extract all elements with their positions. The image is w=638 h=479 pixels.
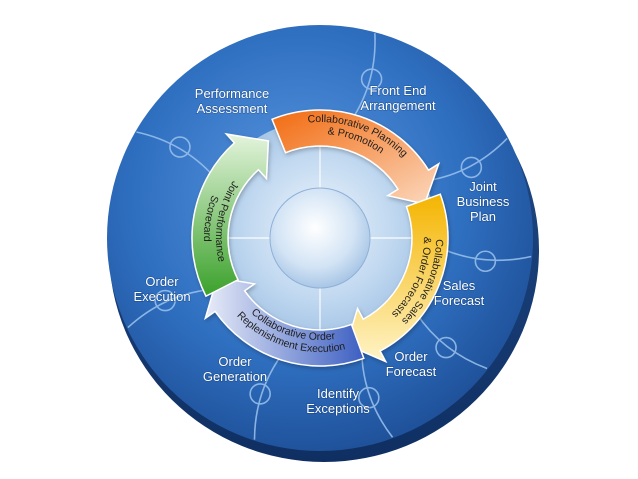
outer-label-line: Forecast <box>386 364 437 379</box>
outer-label-line: Business <box>457 194 510 209</box>
outer-label-line: Joint <box>469 179 497 194</box>
outer-label-line: Plan <box>470 209 496 224</box>
puzzle-knob <box>460 156 483 179</box>
outer-label-line: Generation <box>203 369 267 384</box>
outer-label-line: Identify <box>317 386 359 401</box>
center-hub <box>269 187 371 289</box>
puzzle-knob <box>154 289 176 312</box>
puzzle-seams <box>127 33 532 440</box>
puzzle-knob <box>358 386 380 409</box>
outer-label-line: Exceptions <box>306 401 370 416</box>
outer-label-line: Front End <box>369 83 426 98</box>
outer-label-line: Order <box>394 349 428 364</box>
seam-line <box>127 288 210 329</box>
cycle-arrow-collaborative-sales-order-forecasts <box>345 193 449 364</box>
puzzle-knob <box>360 68 383 90</box>
seam-line <box>136 131 215 178</box>
puzzle-knob <box>435 336 457 359</box>
seam-line <box>350 33 376 121</box>
seam-line <box>415 312 488 370</box>
cycle-arrow-joint-performance-scorecard <box>191 132 270 298</box>
puzzle-knob <box>474 250 497 273</box>
outer-label-line: Sales <box>443 278 476 293</box>
seam-line <box>253 353 283 440</box>
puzzle-knob <box>249 383 271 405</box>
outer-label-line: Forecast <box>434 293 485 308</box>
seam-line <box>441 247 532 262</box>
cycle-arrows <box>191 109 449 367</box>
seam-line <box>360 352 394 438</box>
outer-label-line: Assessment <box>197 101 268 116</box>
outer-label-line: Performance <box>195 86 269 101</box>
cycle-arrow-collaborative-planning-promotion <box>271 109 441 205</box>
seam-line <box>427 137 508 182</box>
outer-label-line: Execution <box>133 289 190 304</box>
cycle-arrow-collaborative-order-replenishment-execution <box>203 276 365 367</box>
puzzle-knob <box>169 136 191 158</box>
outer-label-line: Order <box>218 354 252 369</box>
outer-label-line: Order <box>145 274 179 289</box>
outer-label-line: Arrangement <box>360 98 436 113</box>
